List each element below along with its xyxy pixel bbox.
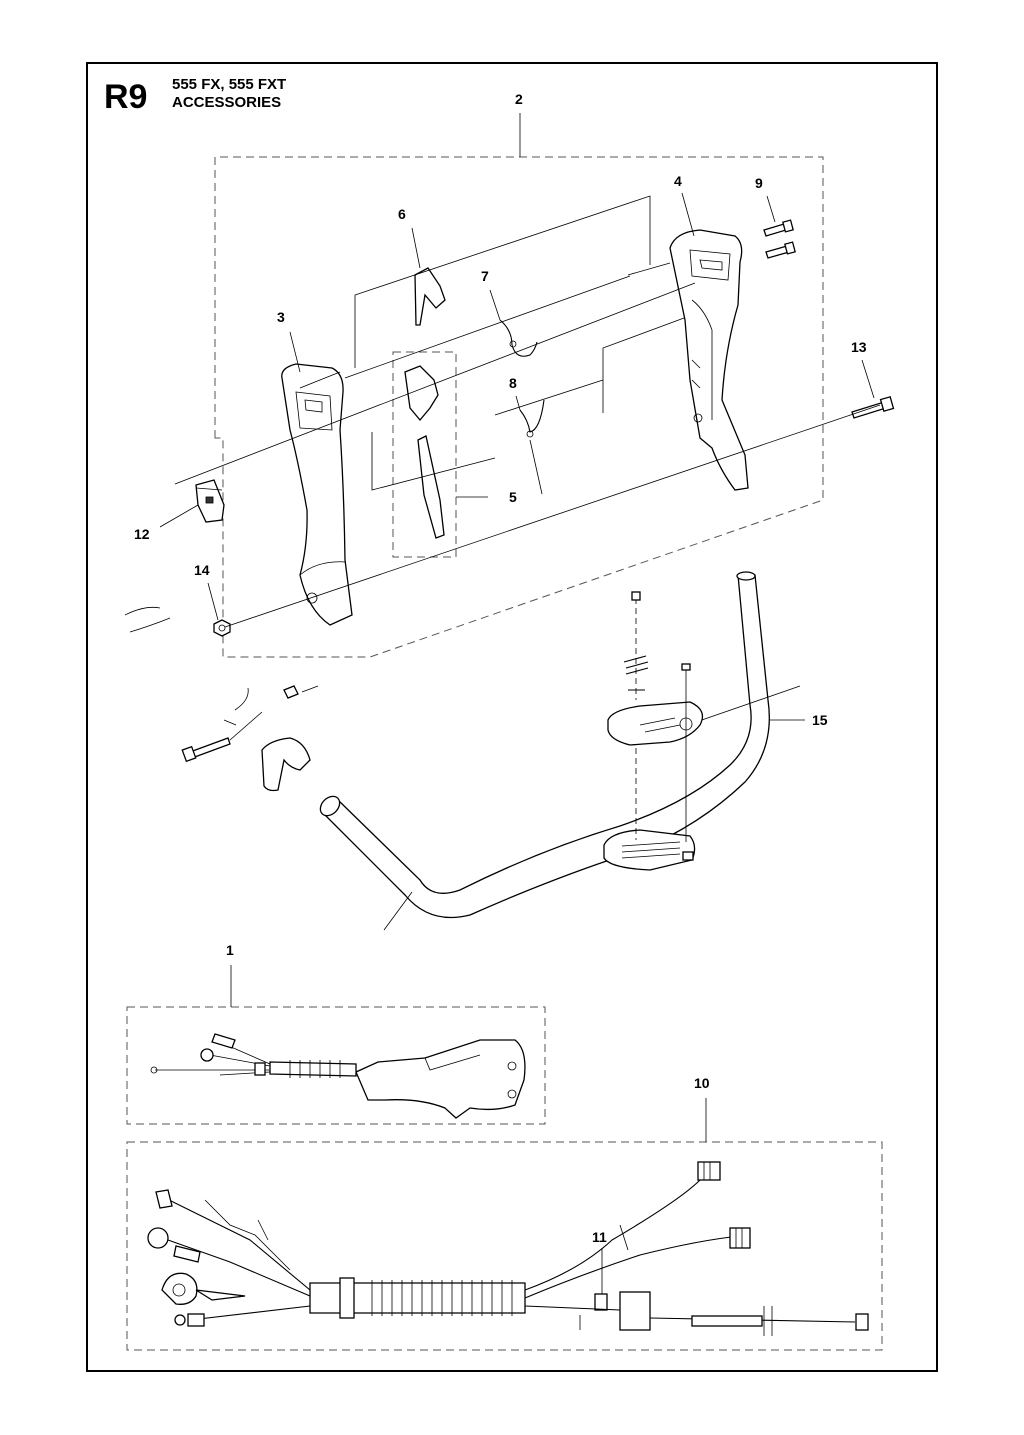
- spring-8: [519, 399, 545, 433]
- throttle-handle-body: [355, 1039, 526, 1119]
- callout-7: 7: [481, 268, 489, 284]
- throttle-latch: [414, 267, 446, 326]
- throttle-lockout: [404, 365, 439, 422]
- callout-13: 13: [851, 339, 867, 355]
- throttle-trigger: [417, 435, 445, 539]
- callout-5: 5: [509, 489, 517, 505]
- trigger-group-dashed-box: [392, 351, 457, 558]
- page-frame: [86, 62, 938, 1372]
- handle-assembly-group: [124, 113, 895, 658]
- callout-2: 2: [515, 91, 523, 107]
- group-2-dashed-boundary: [214, 156, 824, 658]
- callout-8: 8: [509, 375, 517, 391]
- handle-half-right: [669, 229, 749, 491]
- callout-1: 1: [226, 942, 234, 958]
- callout-9: 9: [755, 175, 763, 191]
- group-1-dashed-boundary: [126, 1006, 546, 1125]
- callout-3: 3: [277, 309, 285, 325]
- callout-15: 15: [812, 712, 828, 728]
- callout-11: 11: [592, 1229, 607, 1245]
- spring-7: [499, 319, 538, 357]
- section-title: ACCESSORIES: [172, 94, 281, 111]
- loop-handle-tube: [321, 574, 770, 919]
- screws-9: [763, 219, 796, 259]
- stop-switch-12: [195, 479, 225, 523]
- throttle-handle-group: [126, 965, 546, 1125]
- wiring-harness-group: [126, 1098, 883, 1351]
- handle-barrier-clip: [261, 737, 311, 792]
- throttle-cable-sleeve: [269, 1061, 357, 1077]
- callout-12: 12: [134, 526, 150, 542]
- section-code: R9: [104, 78, 147, 116]
- model-names: 555 FX, 555 FXT: [172, 76, 286, 93]
- harness-corrugated-sleeve: [309, 1282, 526, 1314]
- callout-6: 6: [398, 206, 406, 222]
- group-10-dashed-boundary: [126, 1141, 883, 1351]
- callout-14: 14: [194, 562, 210, 578]
- callout-10: 10: [694, 1075, 710, 1091]
- handle-clamp-top: [607, 701, 704, 746]
- loop-handle-15: [181, 571, 805, 931]
- callout-4: 4: [674, 173, 682, 189]
- handle-half-left: [281, 363, 353, 626]
- nut-14: [213, 619, 231, 637]
- leader-lines: [159, 192, 875, 621]
